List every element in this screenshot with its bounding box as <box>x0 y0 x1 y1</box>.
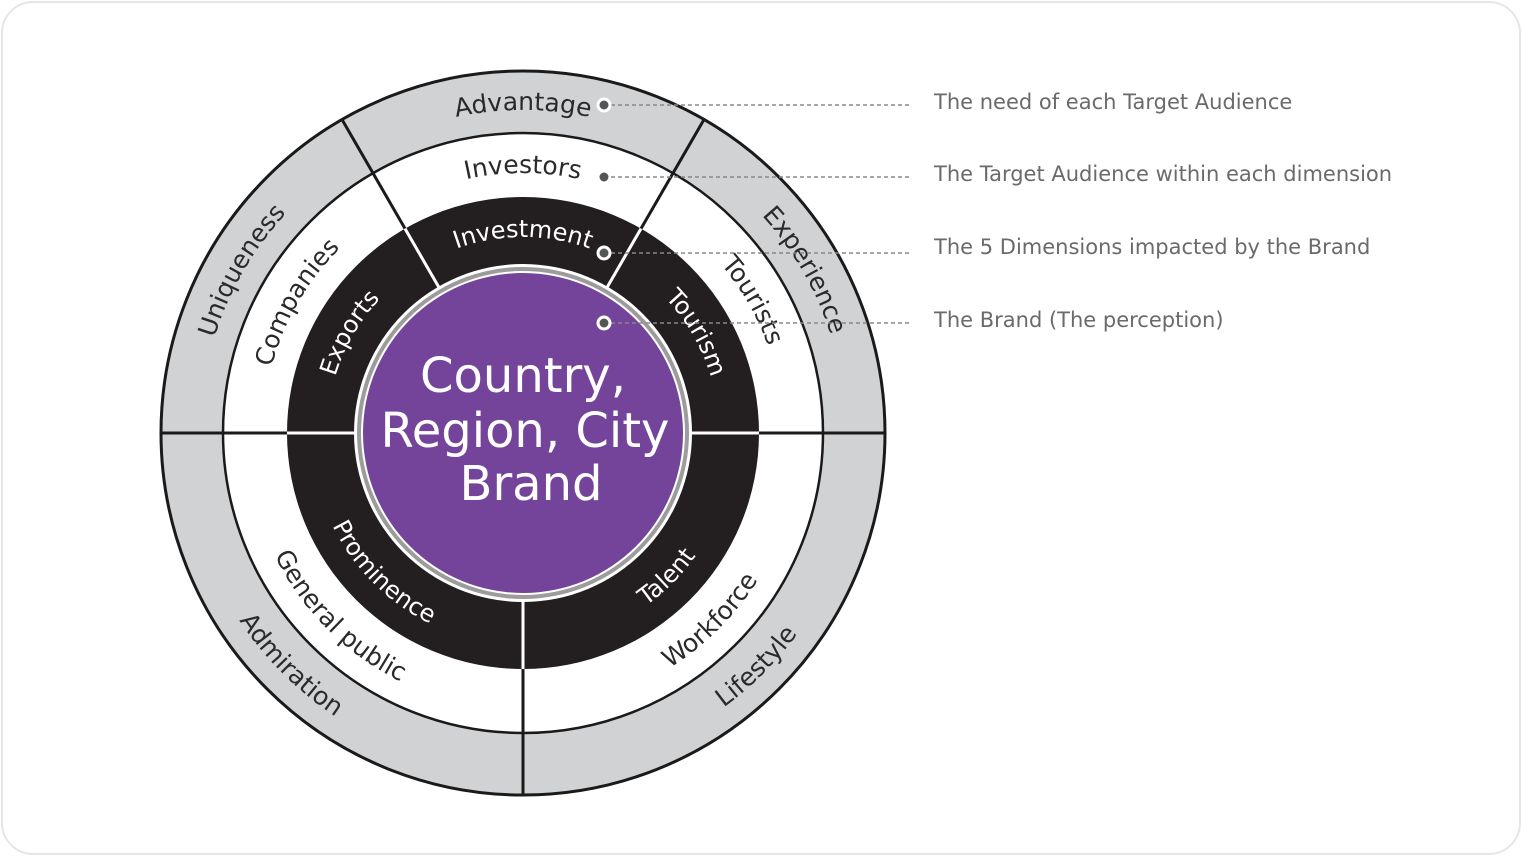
divider-outer <box>639 118 706 230</box>
marker-dot <box>599 100 609 110</box>
center-line-2: Region, City <box>381 403 670 459</box>
marker-dot <box>599 172 609 182</box>
legend: The need of each Target Audience The Tar… <box>596 90 1392 332</box>
legend-item-need: The need of each Target Audience <box>596 90 1292 114</box>
legend-item-dimensions: The 5 Dimensions impacted by the Brand <box>596 235 1370 261</box>
center-circle <box>363 273 683 593</box>
divider-outer <box>340 118 407 230</box>
center-line-1: Country, <box>420 348 626 404</box>
legend-label: The Brand (The perception) <box>933 308 1224 332</box>
legend-label: The need of each Target Audience <box>933 90 1292 114</box>
legend-item-audience: The Target Audience within each dimensio… <box>599 162 1392 186</box>
legend-label: The 5 Dimensions impacted by the Brand <box>933 235 1370 259</box>
divider-inner <box>403 227 441 289</box>
center-line-3: Brand <box>460 456 603 512</box>
divider-inner <box>605 227 643 289</box>
legend-item-brand: The Brand (The perception) <box>596 308 1224 332</box>
legend-label: The Target Audience within each dimensio… <box>933 162 1392 186</box>
marker-dot <box>599 318 609 328</box>
marker-dot <box>599 248 609 258</box>
brand-center: Country, Region, City Brand <box>354 264 692 602</box>
segment-dividers <box>161 118 885 795</box>
